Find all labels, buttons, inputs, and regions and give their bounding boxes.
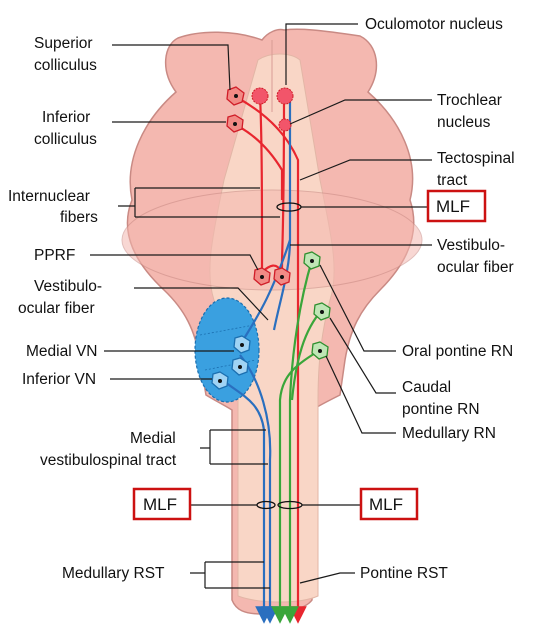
vestibular-neurons	[211, 335, 251, 390]
mlf-box-lower-right	[359, 487, 419, 521]
label-internuclear-1: Internuclear	[8, 188, 90, 205]
medullary-rst-path	[271, 349, 321, 624]
leader-tectospinal	[299, 159, 432, 181]
vestibular-subdivision-line	[199, 324, 255, 336]
label-trochlear-2: nucleus	[437, 114, 491, 131]
label-medial-vestibulospinal-2: vestibulospinal tract	[40, 452, 177, 469]
neuron-nucleus	[238, 365, 242, 369]
label-pprf: PPRF	[34, 247, 75, 264]
label-mlf-right: MLF	[436, 197, 470, 216]
reticular-neurons	[303, 251, 331, 360]
oculomotor-neuron-left	[251, 87, 269, 105]
oral-pontine-rst-path	[281, 259, 314, 624]
label-oral-pontine-rn: Oral pontine RN	[402, 343, 513, 360]
label-tectospinal-2: tract	[437, 172, 468, 189]
labels: Oculomotor nucleus Superior colliculus I…	[8, 16, 515, 582]
label-inferior-colliculus-2: colliculus	[34, 131, 97, 148]
label-inferior-colliculus-1: Inferior	[42, 109, 90, 126]
label-inferior-vn: Inferior VN	[22, 371, 96, 388]
leader-internuclear-bracket	[118, 187, 280, 218]
pprf-neurons	[253, 267, 291, 286]
neuron-nucleus	[233, 122, 237, 126]
inferior-colliculus-neuron	[226, 114, 244, 133]
leader-pontine-rst	[299, 572, 355, 584]
label-internuclear-2: fibers	[60, 209, 98, 226]
neuron-nucleus	[260, 275, 264, 279]
pons-bulge	[121, 189, 423, 291]
leader-oral-pontine	[319, 264, 396, 352]
label-vestibulo-ocular-left-1: Vestibulo-	[34, 278, 102, 295]
neuron-nucleus	[234, 94, 238, 98]
label-mlf-lower-right: MLF	[369, 495, 403, 514]
oculomotor-neuron-right	[276, 87, 294, 105]
neuron-nucleus	[218, 379, 222, 383]
vestibular-nuclei-region	[194, 297, 260, 403]
neuron-nucleus	[280, 275, 284, 279]
leader-medullary-rst-bracket	[190, 561, 270, 589]
leader-oculomotor	[285, 23, 358, 85]
label-medial-vestibulospinal-1: Medial	[130, 430, 176, 447]
trochlear-nucleus-neuron	[278, 118, 292, 132]
mlf-boxes	[132, 189, 487, 521]
leader-superior-colliculus	[112, 44, 231, 91]
label-caudal-pontine-2: pontine RN	[402, 401, 480, 418]
label-medullary-rn: Medullary RN	[402, 425, 496, 442]
leader-vestibulo-ocular-left	[134, 287, 269, 321]
leader-medullary-rn	[325, 355, 396, 434]
leader-lines	[90, 23, 432, 589]
vestibular-nuclei	[194, 297, 260, 403]
neuron-nucleus	[320, 310, 324, 314]
label-pontine-rst: Pontine RST	[360, 565, 448, 582]
brainstem-outline	[121, 28, 423, 615]
label-oculomotor-nucleus: Oculomotor nucleus	[365, 16, 503, 33]
label-vestibulo-ocular-left-2: ocular fiber	[18, 300, 95, 317]
label-caudal-pontine-1: Caudal	[402, 379, 451, 396]
neuron-body	[278, 118, 292, 132]
label-vestibulo-ocular-right-1: Vestibulo-	[437, 237, 505, 254]
neuron-nucleus	[318, 349, 322, 353]
leader-caudal-pontine	[329, 317, 396, 394]
neuron-nucleus	[310, 259, 314, 263]
leader-pprf	[90, 254, 259, 271]
label-medullary-rst: Medullary RST	[62, 565, 165, 582]
label-medial-vn: Medial VN	[26, 343, 98, 360]
oculomotor-nucleus-neurons	[251, 87, 294, 105]
label-trochlear-1: Trochlear	[437, 92, 502, 109]
internuclear-fiber-left	[258, 94, 264, 272]
mlf-box-left	[132, 487, 192, 521]
leader-trochlear	[289, 99, 432, 125]
vestibulo-ocular-fiber-path	[241, 239, 292, 343]
tectospinal-tract-path	[235, 96, 307, 624]
label-superior-colliculus-1: Superior	[34, 35, 93, 52]
label-vestibulo-ocular-right-2: ocular fiber	[437, 259, 514, 276]
label-tectospinal-1: Tectospinal	[437, 150, 515, 167]
leader-medial-vestibulospinal-bracket	[200, 429, 268, 465]
neurons	[211, 86, 331, 390]
vestibular-subdivision-line	[204, 359, 257, 371]
superior-colliculus-neuron	[226, 86, 245, 106]
label-superior-colliculus-2: colliculus	[34, 57, 97, 74]
neuron-nucleus	[240, 343, 244, 347]
mlf-box-right	[426, 189, 487, 223]
internuclear-fiber-right	[280, 94, 286, 272]
label-mlf-left: MLF	[143, 495, 177, 514]
